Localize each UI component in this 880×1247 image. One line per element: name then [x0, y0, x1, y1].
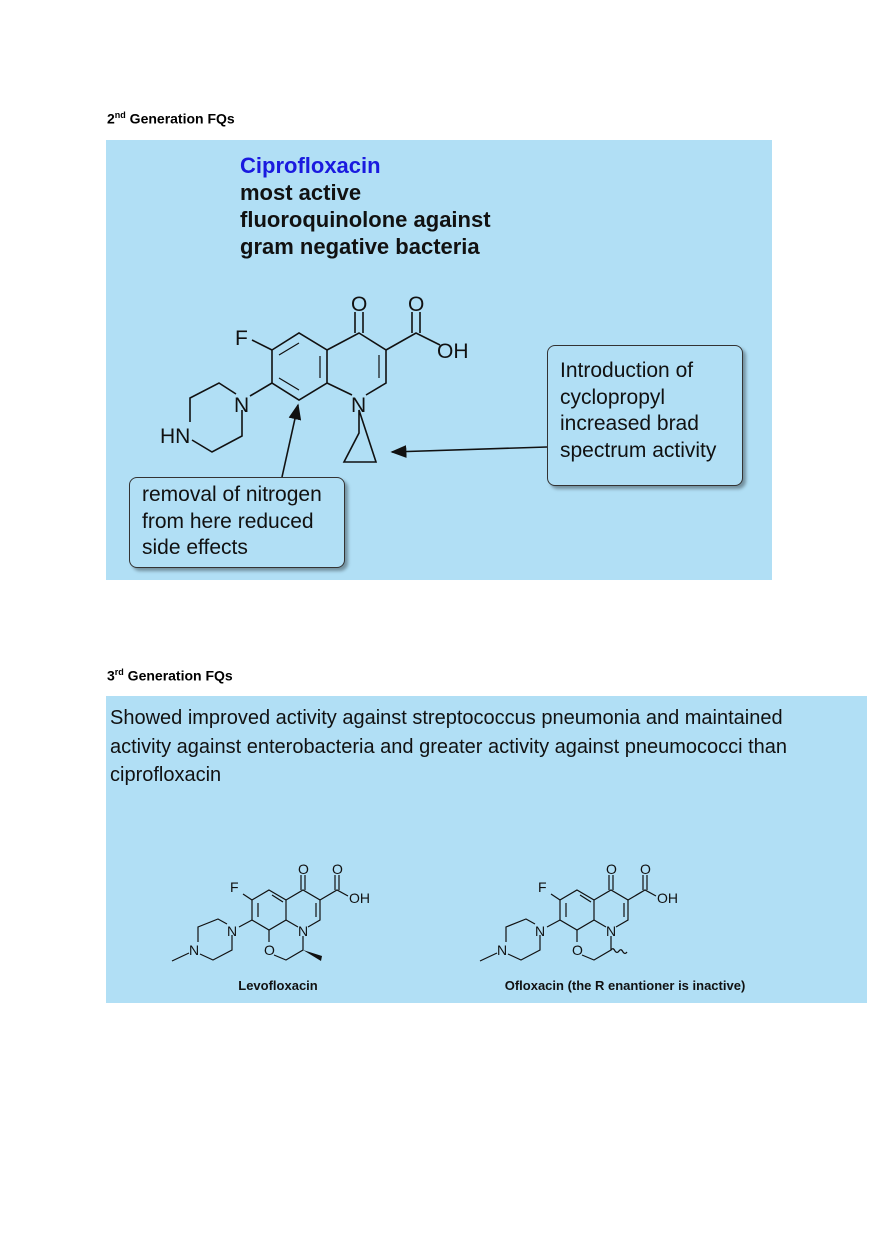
atom-nitrogen: N — [234, 394, 249, 417]
callout-line: Introduction of — [560, 359, 694, 382]
atom-oxygen: O — [606, 861, 617, 877]
section-heading-2nd-gen: 2nd Generation FQs — [107, 110, 235, 127]
atom-hydroxyl: OH — [349, 890, 370, 906]
molecule-label: Ofloxacin (the R enantioner is inactive) — [505, 978, 746, 993]
atom-hydroxyl: OH — [657, 890, 678, 906]
heading-number: 2 — [107, 110, 115, 127]
levofloxacin-structure: F O O OH N N N O Levofloxacin — [171, 861, 370, 993]
atom-oxygen: O — [640, 861, 651, 877]
third-gen-figure: Showed improved activity against strepto… — [106, 696, 867, 1003]
callout-line: spectrum activity — [560, 438, 717, 462]
heading-ordinal: nd — [114, 110, 126, 120]
atom-oxygen: O — [408, 293, 424, 316]
callout-line: cyclopropyl — [560, 385, 666, 409]
atom-nitrogen: N — [189, 942, 199, 958]
title-line: most active — [240, 180, 362, 205]
atom-hydroxyl: OH — [437, 340, 469, 363]
atom-nitrogen: N — [298, 923, 308, 939]
arrow-to-cyclopropyl — [390, 445, 548, 458]
title-line: fluoroquinolone against — [240, 207, 491, 232]
heading-text: Generation FQs — [125, 110, 235, 127]
atom-nitrogen: N — [497, 942, 507, 958]
callout-line: side effects — [142, 536, 248, 559]
atom-nitrogen: N — [351, 394, 366, 417]
figure-description: Showed improved activity against strepto… — [110, 704, 870, 790]
heading-text: Generation FQs — [123, 667, 233, 684]
atom-nh: HN — [160, 425, 190, 448]
drug-name: Ciprofloxacin — [240, 153, 381, 178]
atom-fluorine: F — [230, 879, 239, 895]
atom-oxygen: O — [332, 861, 343, 877]
atom-fluorine: F — [538, 879, 547, 895]
description-line: Showed improved activity against strepto… — [110, 707, 783, 729]
wavy-bond — [610, 948, 628, 955]
heading-ordinal: rd — [114, 667, 124, 677]
title-line: gram negative bacteria — [240, 234, 480, 259]
atom-nitrogen: N — [227, 923, 237, 939]
atom-nitrogen: N — [535, 923, 545, 939]
callout-line: increased brad — [560, 412, 699, 435]
ciprofloxacin-structure: F O O OH N N HN — [160, 293, 548, 478]
callout-cyclopropyl: Introduction of cyclopropyl increased br… — [547, 345, 743, 486]
atom-nitrogen: N — [606, 923, 616, 939]
atom-fluorine: F — [235, 327, 248, 350]
description-line: activity against enterobacteria and grea… — [110, 735, 788, 758]
atom-oxygen: O — [572, 942, 583, 958]
atom-oxygen: O — [298, 861, 309, 877]
figure-title: Ciprofloxacin most active fluoroquinolon… — [240, 152, 491, 260]
callout-line: removal of nitrogen — [142, 483, 322, 506]
section-heading-3rd-gen: 3rd Generation FQs — [107, 667, 233, 684]
molecule-label: Levofloxacin — [238, 978, 318, 993]
arrow-to-c8 — [281, 403, 302, 478]
atom-oxygen: O — [264, 942, 275, 958]
callout-line: from here reduced — [142, 509, 314, 533]
atom-oxygen: O — [351, 293, 367, 316]
description-line: ciprofloxacin — [110, 764, 222, 786]
ciprofloxacin-figure: Ciprofloxacin most active fluoroquinolon… — [106, 140, 772, 580]
ofloxacin-structure: F O O OH N N N O Ofloxacin (the R enanti… — [479, 861, 746, 993]
heading-number: 3 — [107, 667, 115, 684]
callout-nitrogen-removal: removal of nitrogen from here reduced si… — [129, 477, 345, 568]
